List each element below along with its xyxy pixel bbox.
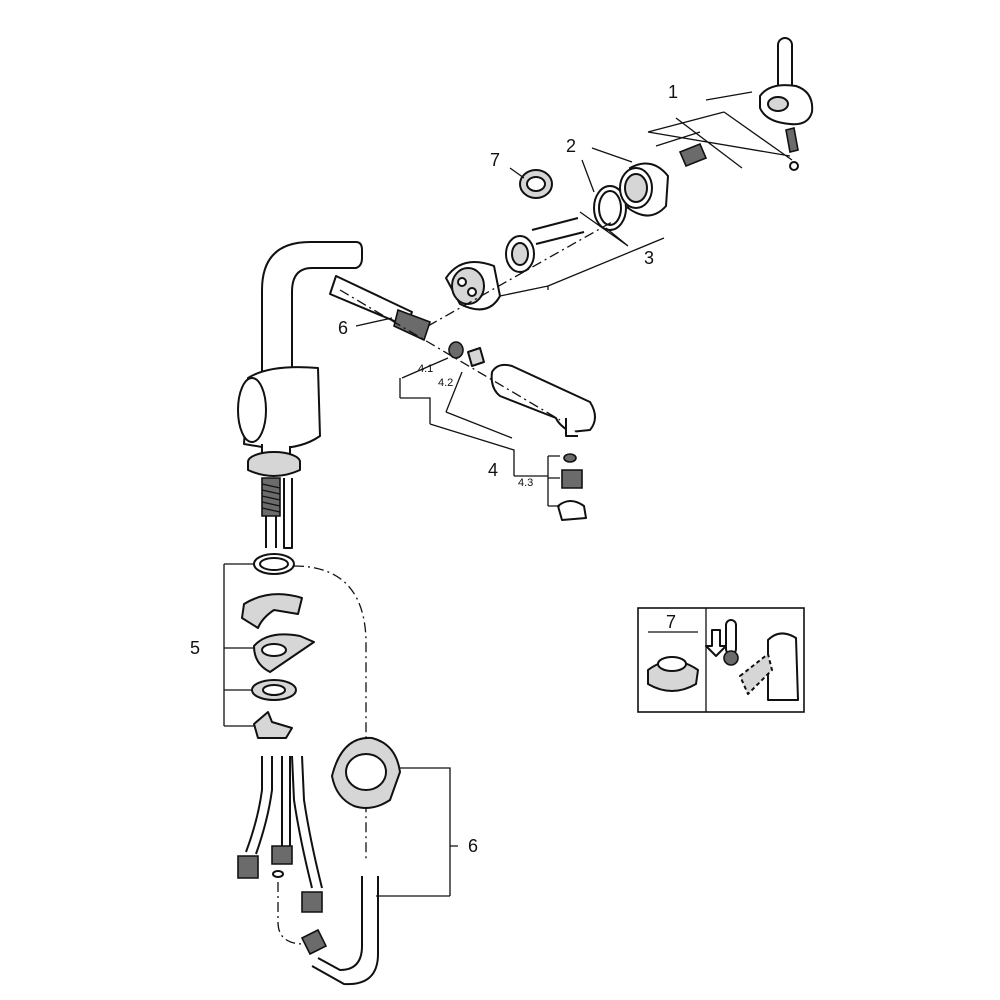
stop-ring-detail-icon [647, 656, 699, 692]
mounting-set-icon [241, 553, 315, 739]
hose-weight-icon [300, 736, 401, 986]
cover-collar-icon [593, 162, 669, 231]
arrow-down-icon [705, 629, 727, 657]
callout-6-bottom: 6 [468, 836, 478, 856]
inset-label: 7 [666, 612, 676, 632]
callout-3: 3 [644, 248, 654, 268]
callout-4-1: 4.1 [418, 363, 433, 375]
spray-head-icon [448, 341, 596, 521]
callout-4: 4 [488, 460, 498, 480]
callout-4-3: 4.3 [518, 477, 533, 489]
callout-5: 5 [190, 638, 200, 658]
lever-detail-icon [739, 632, 799, 701]
callout-2: 2 [566, 136, 576, 156]
thermometer-icon [723, 619, 739, 666]
lever-handle-icon [678, 37, 814, 171]
faucet-body-icon [237, 241, 432, 549]
stop-ring-icon [519, 169, 553, 199]
service-inset: 7 [637, 607, 805, 713]
callout-6-top: 6 [338, 318, 348, 338]
callout-7: 7 [490, 150, 500, 170]
supply-hoses-icon [237, 755, 323, 913]
callout-4-2: 4.2 [438, 377, 453, 389]
callout-1: 1 [668, 82, 678, 102]
cartridge-icon [445, 217, 585, 311]
